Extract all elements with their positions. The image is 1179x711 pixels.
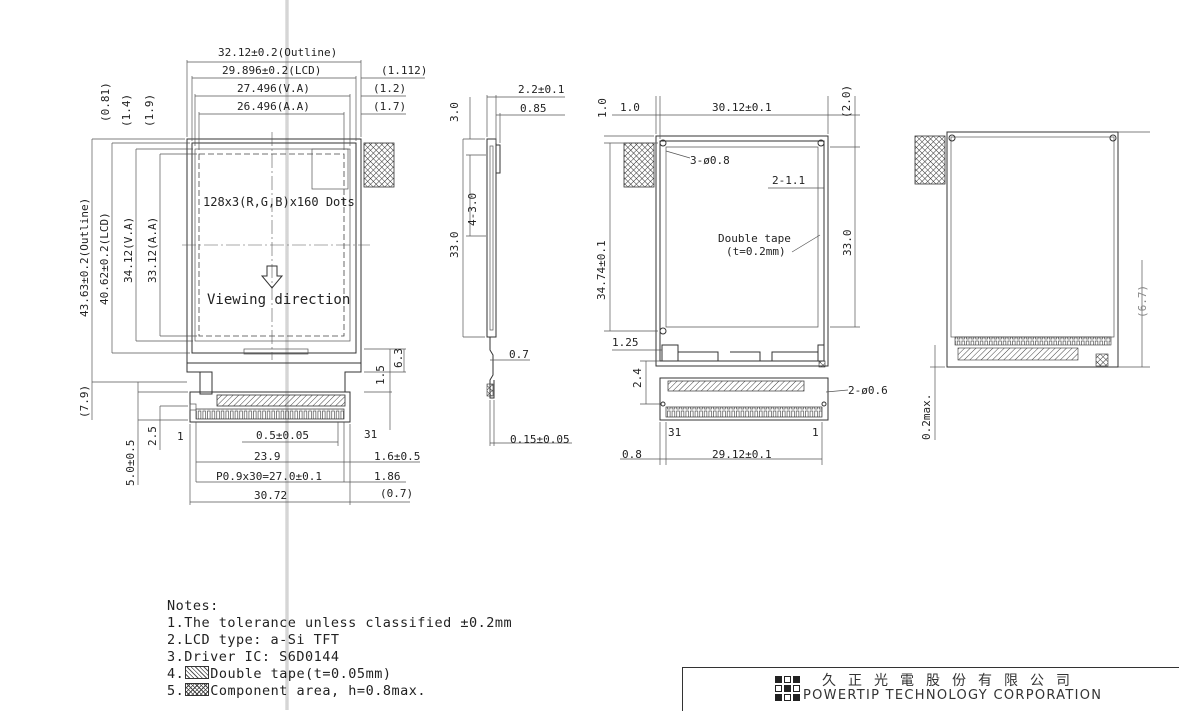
double-tape-area	[216, 394, 346, 407]
back-dim-2-4: 2.4	[631, 368, 644, 388]
dim-va-width: 27.496(V.A)	[237, 82, 310, 95]
company-logo-icon	[775, 676, 801, 701]
front-view	[91, 60, 425, 505]
note-1: 1.The tolerance unless classified ±0.2mm	[167, 615, 513, 631]
note-2: 2.LCD type: a-Si TFT	[167, 632, 340, 648]
front-pin-31: 31	[364, 428, 377, 441]
dim-0-7: (0.7)	[380, 487, 413, 500]
back-dim-1-0: 1.0	[620, 101, 640, 114]
back-dim-0-8: 0.8	[622, 448, 642, 461]
fpc-contact-pins	[195, 408, 345, 420]
company-name-en: POWERTIP TECHNOLOGY CORPORATION	[803, 688, 1103, 703]
dim-lcd-width: 29.896±0.2(LCD)	[222, 64, 321, 77]
note-5: 5. Component area, h=0.8max.	[167, 683, 512, 700]
crosshatch-swatch-icon	[185, 683, 210, 696]
side-dim-3-0: 3.0	[448, 102, 461, 122]
double-tape-label: Double tape	[718, 232, 791, 245]
right-dim-0-2max: 0.2max.	[920, 394, 933, 440]
back-pin-1: 1	[812, 426, 819, 439]
side-dim-4-3-0: 4-3.0	[466, 193, 479, 226]
side-dim-2-2: 2.2±0.1	[518, 83, 564, 96]
back-dim-33-0: 33.0	[841, 230, 854, 257]
back-dim-29-12: 29.12±0.1	[712, 448, 772, 461]
note-3: 3.Driver IC: S6D0144	[167, 649, 340, 665]
company-name-zh: 久正光電股份有限公司	[822, 673, 1082, 689]
back-dim-1-0-v: 1.0	[596, 98, 609, 118]
dim-aa-width: 26.496(A.A)	[237, 100, 310, 113]
dim-pitch: P0.9x30=27.0±0.1	[216, 470, 322, 483]
dim-1-6: 1.6±0.5	[374, 450, 420, 463]
side-view	[462, 95, 572, 446]
dim-left-14: (1.4)	[120, 94, 133, 127]
back-dim-30-12: 30.12±0.1	[712, 101, 772, 114]
back-hole-2-06: 2-ø0.6	[848, 384, 888, 397]
dim-va-height: 34.12(V.A)	[122, 217, 135, 283]
note-4-text: Double tape(t=0.05mm)	[210, 666, 392, 682]
side-dim-0-85: 0.85	[520, 102, 547, 115]
dim-right-1: (1.112)	[381, 64, 427, 77]
back-hole-3-08: 3-ø0.8	[690, 154, 730, 167]
back-dim-34-74: 34.74±0.1	[595, 240, 608, 300]
dim-right-2: (1.2)	[373, 82, 406, 95]
right-view	[914, 131, 1150, 440]
notes-title: Notes:	[167, 598, 219, 614]
dim-right-15: 1.5	[374, 365, 387, 385]
dim-right-63: 6.3	[392, 348, 405, 368]
dim-left-25: 2.5	[146, 426, 159, 446]
dim-lcd-height: 40.62±0.2(LCD)	[98, 212, 111, 305]
front-pin-1: 1	[177, 430, 184, 443]
notes-block: Notes: 1.The tolerance unless classified…	[167, 598, 512, 700]
component-area	[363, 142, 395, 188]
note-4: 4. Double tape(t=0.05mm)	[167, 666, 512, 683]
viewing-direction-label: Viewing direction	[207, 292, 350, 308]
note-5-text: Component area, h=0.8max.	[210, 683, 426, 699]
title-block	[682, 667, 1179, 711]
front-outline	[186, 138, 362, 364]
dim-left-19: (1.9)	[143, 94, 156, 127]
back-dim-1-25: 1.25	[612, 336, 639, 349]
hatch-swatch-icon	[185, 666, 210, 679]
dim-right-3: (1.7)	[373, 100, 406, 113]
dim-aa-height: 33.12(A.A)	[146, 217, 159, 283]
side-dim-0-7: 0.7	[509, 348, 529, 361]
note-5-num: 5.	[167, 683, 185, 699]
side-dim-33-0: 33.0	[448, 232, 461, 259]
back-view	[604, 96, 860, 465]
dim-left-50: 5.0±0.5	[124, 440, 137, 486]
back-dim-2-0: (2.0)	[840, 85, 853, 118]
side-dim-0-15: 0.15±0.05	[510, 433, 570, 446]
back-dim-2-1-1: 2-1.1	[772, 174, 805, 187]
dim-1-86: 1.86	[374, 470, 401, 483]
dim-left-081: (0.81)	[99, 82, 112, 122]
dim-outline-width: 32.12±0.2(Outline)	[218, 46, 337, 59]
dim-left-79: (7.9)	[78, 385, 91, 418]
dim-23-9: 23.9	[254, 450, 281, 463]
resolution-label: 128x3(R,G,B)x160 Dots	[203, 195, 355, 209]
note-4-num: 4.	[167, 666, 185, 682]
paper-fold-crease	[285, 0, 289, 710]
back-pin-31: 31	[668, 426, 681, 439]
front-lcd-outline	[191, 142, 357, 354]
dim-30-72: 30.72	[254, 489, 287, 502]
dim-outline-height: 43.63±0.2(Outline)	[78, 198, 91, 317]
right-dim-6-7: (6.7)	[1136, 285, 1149, 318]
double-tape-thickness: (t=0.2mm)	[726, 245, 786, 258]
dim-pin-width: 0.5±0.05	[256, 429, 309, 442]
